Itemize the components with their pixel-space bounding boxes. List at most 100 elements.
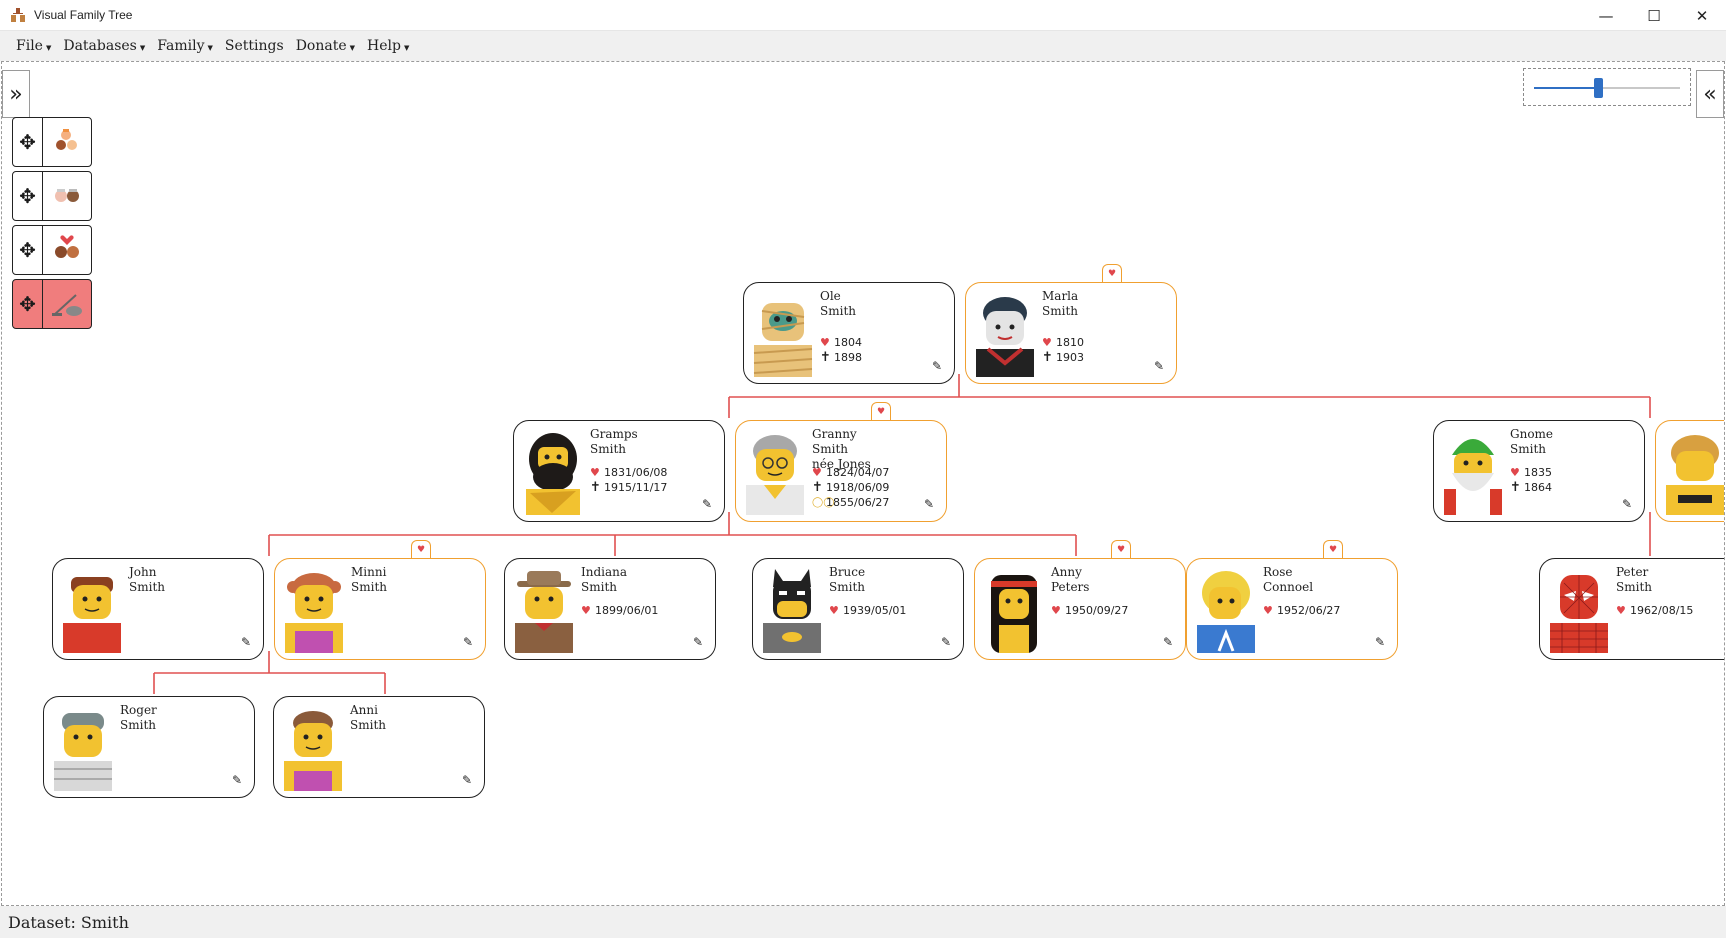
edit-icon[interactable]: ✎ [462,635,473,649]
avatar-granny [746,435,804,515]
edit-icon[interactable]: ✎ [931,359,942,373]
person-card-bruce[interactable]: Bruce Smith ♥1939/05/01 ✎ [752,558,964,660]
close-button[interactable]: ✕ [1695,6,1709,25]
edit-icon[interactable]: ✎ [1153,359,1164,373]
tree-canvas[interactable]: » « ✥ ✥ ✥ [1,61,1725,906]
wedding-rings-icon: ◯◯ [812,497,835,508]
double-chevron-left-icon: « [1703,81,1717,107]
caret-down-icon: ▼ [139,43,146,52]
edit-icon[interactable]: ✎ [923,497,934,511]
person-card-rose[interactable]: Rose Connoel ♥1952/06/27 ✎ [1186,558,1398,660]
partner-badge-icon[interactable]: ♥ [1102,264,1122,282]
expand-right-panel-button[interactable]: « [1696,70,1724,118]
partner-icon [43,226,91,274]
person-card-partial[interactable] [1655,420,1724,522]
person-card-marla[interactable]: Marla Smith ♥1810 ✝1903 ✎ [965,282,1177,384]
person-card-john[interactable]: John Smith ✎ [52,558,264,660]
edit-icon[interactable]: ✎ [1621,497,1632,511]
menu-donate[interactable]: Donate▼ [295,38,356,54]
person-name: John Smith [129,565,165,594]
delete-tool[interactable]: ✥ [12,279,92,329]
maximize-button[interactable]: ☐ [1647,6,1661,25]
window-title: Visual Family Tree [34,8,133,22]
caret-down-icon: ▼ [45,43,52,52]
edit-icon[interactable]: ✎ [231,773,242,787]
zoom-slider-fill [1534,87,1599,89]
add-children-tool[interactable]: ✥ [12,117,92,167]
menu-family[interactable]: Family▼ [157,38,213,54]
menu-settings[interactable]: Settings [224,38,284,54]
person-name: Gnome Smith [1510,427,1554,456]
edit-icon[interactable]: ✎ [461,773,472,787]
person-dates: ♥1835 ✝1864 [1510,466,1552,495]
person-dates: ♥1962/08/15 [1616,604,1694,617]
heart-icon: ♥ [829,604,839,617]
avatar-anny [991,575,1037,653]
partner-badge-icon[interactable]: ♥ [1323,540,1343,558]
parents-icon [43,172,91,220]
avatar-vampire [976,297,1034,377]
avatar-caveman [526,433,580,515]
heart-icon: ♥ [1051,604,1061,617]
person-card-gnome[interactable]: Gnome Smith ♥1835 ✝1864 ✎ [1433,420,1645,522]
zoom-slider[interactable] [1534,78,1680,98]
person-card-gramps[interactable]: Gramps Smith ♥1831/06/08 ✝1915/11/17 ✎ [513,420,725,522]
move-icon[interactable]: ✥ [13,118,43,166]
person-dates: ♥1824/04/07 ✝1918/06/09 ◯◯1855/06/27 [812,466,890,509]
minimize-button[interactable]: — [1598,6,1614,25]
person-name: Anny Peters [1051,565,1090,594]
person-name: Rose Connoel [1263,565,1314,594]
person-card-anny[interactable]: Anny Peters ♥1950/09/27 ✎ [974,558,1186,660]
title-bar: Visual Family Tree — ☐ ✕ [0,0,1726,31]
partner-badge-icon[interactable]: ♥ [1111,540,1131,558]
person-dates: ♥1939/05/01 [829,604,907,617]
person-card-ole[interactable]: Ole Smith ♥1804 ✝1898 ✎ [743,282,955,384]
person-name: Bruce Smith [829,565,866,594]
avatar-spiderman [1550,575,1608,653]
avatar-partial [1666,435,1724,515]
add-parents-tool[interactable]: ✥ [12,171,92,221]
cross-icon: ✝ [812,480,823,495]
cross-icon: ✝ [1042,350,1053,365]
heart-icon: ♥ [1042,336,1052,349]
edit-icon[interactable]: ✎ [1374,635,1385,649]
person-card-indiana[interactable]: Indiana Smith ♥1899/06/01 ✎ [504,558,716,660]
person-name: Roger Smith [120,703,157,732]
partner-badge-icon[interactable]: ♥ [871,402,891,420]
move-icon[interactable]: ✥ [13,226,43,274]
expand-left-panel-button[interactable]: » [2,70,30,118]
edit-icon[interactable]: ✎ [1162,635,1173,649]
heart-icon: ♥ [1510,466,1520,479]
person-card-roger[interactable]: Roger Smith ✎ [43,696,255,798]
caret-down-icon: ▼ [403,43,410,52]
person-card-granny[interactable]: Granny Smith née Jones ♥1824/04/07 ✝1918… [735,420,947,522]
menu-help[interactable]: Help▼ [367,38,410,54]
move-icon[interactable]: ✥ [13,172,43,220]
dataset-status: Dataset: Smith [8,912,129,932]
edit-icon[interactable]: ✎ [940,635,951,649]
person-card-anni[interactable]: Anni Smith ✎ [273,696,485,798]
person-dates: ♥1950/09/27 [1051,604,1129,617]
heart-icon: ♥ [1263,604,1273,617]
menu-databases[interactable]: Databases▼ [63,38,146,54]
edit-icon[interactable]: ✎ [701,497,712,511]
heart-icon: ♥ [1616,604,1626,617]
avatar-batman [763,569,821,653]
partner-badge-icon[interactable]: ♥ [411,540,431,558]
menu-file[interactable]: File▼ [16,38,52,54]
person-name: Peter Smith [1616,565,1652,594]
add-partner-tool[interactable]: ✥ [12,225,92,275]
heart-icon: ♥ [820,336,830,349]
person-card-peter[interactable]: Peter Smith ♥1962/08/15 [1539,558,1724,660]
heart-icon: ♥ [581,604,591,617]
person-name: Granny Smith née Jones [812,427,871,471]
avatar-roger [54,713,112,791]
edit-icon[interactable]: ✎ [692,635,703,649]
person-dates: ♥1952/06/27 [1263,604,1341,617]
move-icon[interactable]: ✥ [13,280,43,328]
person-card-minni[interactable]: Minni Smith ✎ [274,558,486,660]
zoom-slider-thumb[interactable] [1594,78,1604,98]
edit-icon[interactable]: ✎ [240,635,251,649]
menu-bar: File▼ Databases▼ Family▼ Settings Donate… [0,31,1726,61]
avatar-rose [1197,571,1255,653]
